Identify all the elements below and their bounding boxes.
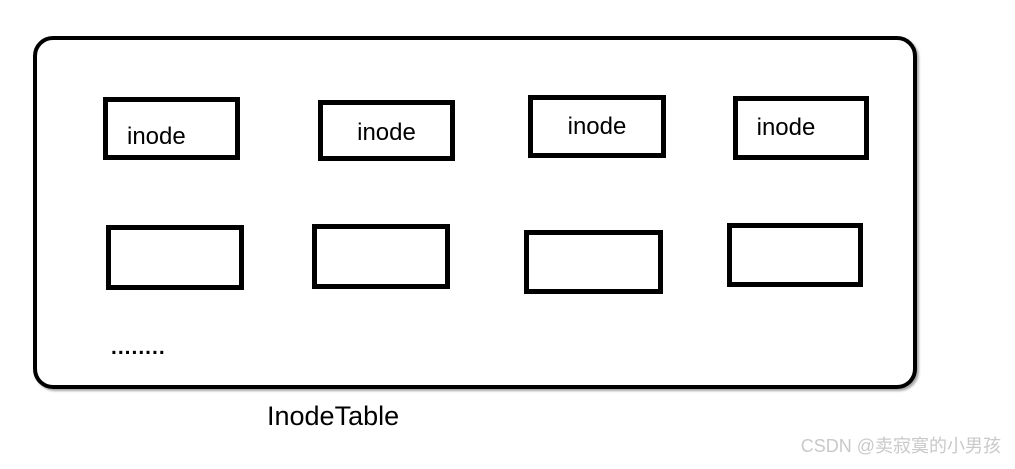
inode-table-label: InodeTable: [267, 401, 400, 431]
inode-box-1: inode: [103, 97, 240, 160]
empty-inode-box-1: [106, 225, 244, 290]
empty-inode-box-4: [727, 223, 863, 287]
inode-box-3: inode: [528, 95, 666, 158]
csdn-watermark: CSDN @卖寂寞的小男孩: [800, 436, 1001, 456]
empty-inode-box-2: [312, 224, 450, 289]
inode-box-4-label: inode: [756, 114, 816, 141]
continuation-dots: ........: [111, 336, 166, 359]
inode-box-1-label: inode: [127, 122, 186, 150]
empty-inode-box-3: [524, 230, 663, 294]
inode-box-4: inode: [733, 96, 869, 160]
inode-box-2-label: inode: [357, 118, 416, 146]
inode-box-2: inode: [318, 100, 455, 161]
inode-box-3-label: inode: [567, 112, 627, 140]
inode-table-container: inode inode inode inode ........: [33, 36, 917, 389]
